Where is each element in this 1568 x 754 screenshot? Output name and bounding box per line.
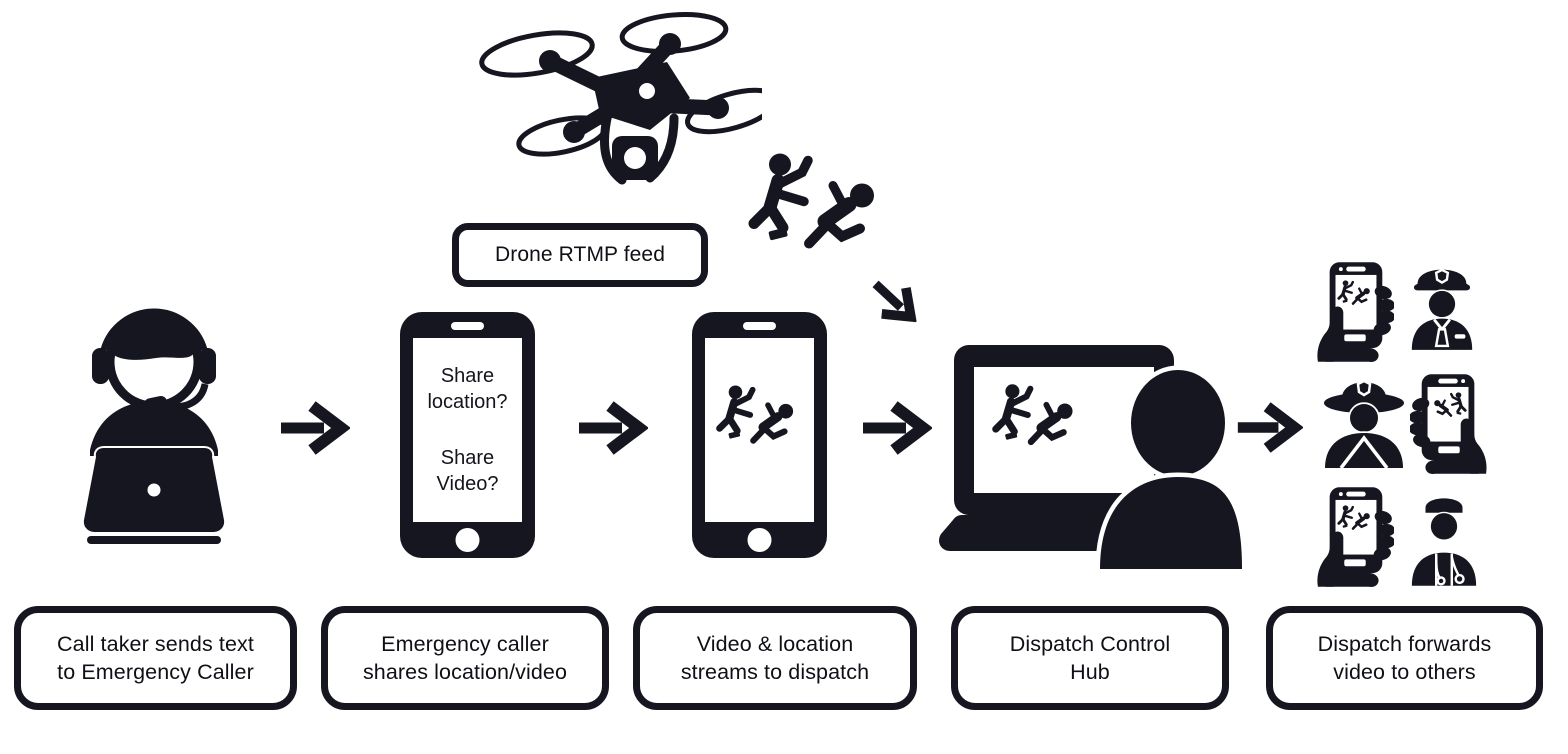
caller-phone-icon: Share location? Share Video? <box>400 312 535 558</box>
step-label-dispatch-hub: Dispatch Control Hub <box>951 606 1229 710</box>
step-label-text: Emergency caller shares location/video <box>362 631 568 684</box>
step-label-forwards-video: Dispatch forwards video to others <box>1266 606 1543 710</box>
flow-arrow-1 <box>278 399 350 457</box>
streaming-phone-icon <box>692 312 827 558</box>
drone-feed-label: Drone RTMP feed <box>452 223 708 287</box>
drone-icon <box>462 6 762 206</box>
step-label-text: Dispatch Control Hub <box>1009 631 1171 684</box>
phone-in-hand-icon <box>1410 374 1488 474</box>
step-label-text: Dispatch forwards video to others <box>1317 631 1492 684</box>
dispatch-hub-icon <box>938 345 1242 569</box>
flow-arrow-4 <box>1235 400 1303 455</box>
paramedic-icon <box>1406 491 1482 587</box>
step-label-text: Call taker sends text to Emergency Calle… <box>57 631 254 684</box>
police-officer-icon <box>1404 260 1480 350</box>
down-right-arrow-icon <box>866 278 924 326</box>
share-location-prompt: Share location? <box>427 365 508 413</box>
step-label-emergency-caller: Emergency caller shares location/video <box>321 606 609 710</box>
flow-arrow-2 <box>576 399 648 457</box>
step-label-streams-to-dispatch: Video & location streams to dispatch <box>633 606 917 710</box>
share-video-prompt: Share Video? <box>436 447 499 495</box>
firefighter-icon <box>1312 370 1416 468</box>
incident-on-phone-icon <box>714 384 806 455</box>
caller-phone-screen: Share location? Share Video? <box>413 338 522 522</box>
flow-arrow-3 <box>860 399 932 457</box>
incident-icon <box>745 150 895 268</box>
call-taker-icon <box>72 298 236 546</box>
step-label-text: Video & location streams to dispatch <box>680 631 870 684</box>
phone-in-hand-icon <box>1316 487 1394 587</box>
drone-feed-label-text: Drone RTMP feed <box>495 243 665 267</box>
step-label-call-taker: Call taker sends text to Emergency Calle… <box>14 606 297 710</box>
phone-in-hand-icon <box>1316 262 1394 362</box>
